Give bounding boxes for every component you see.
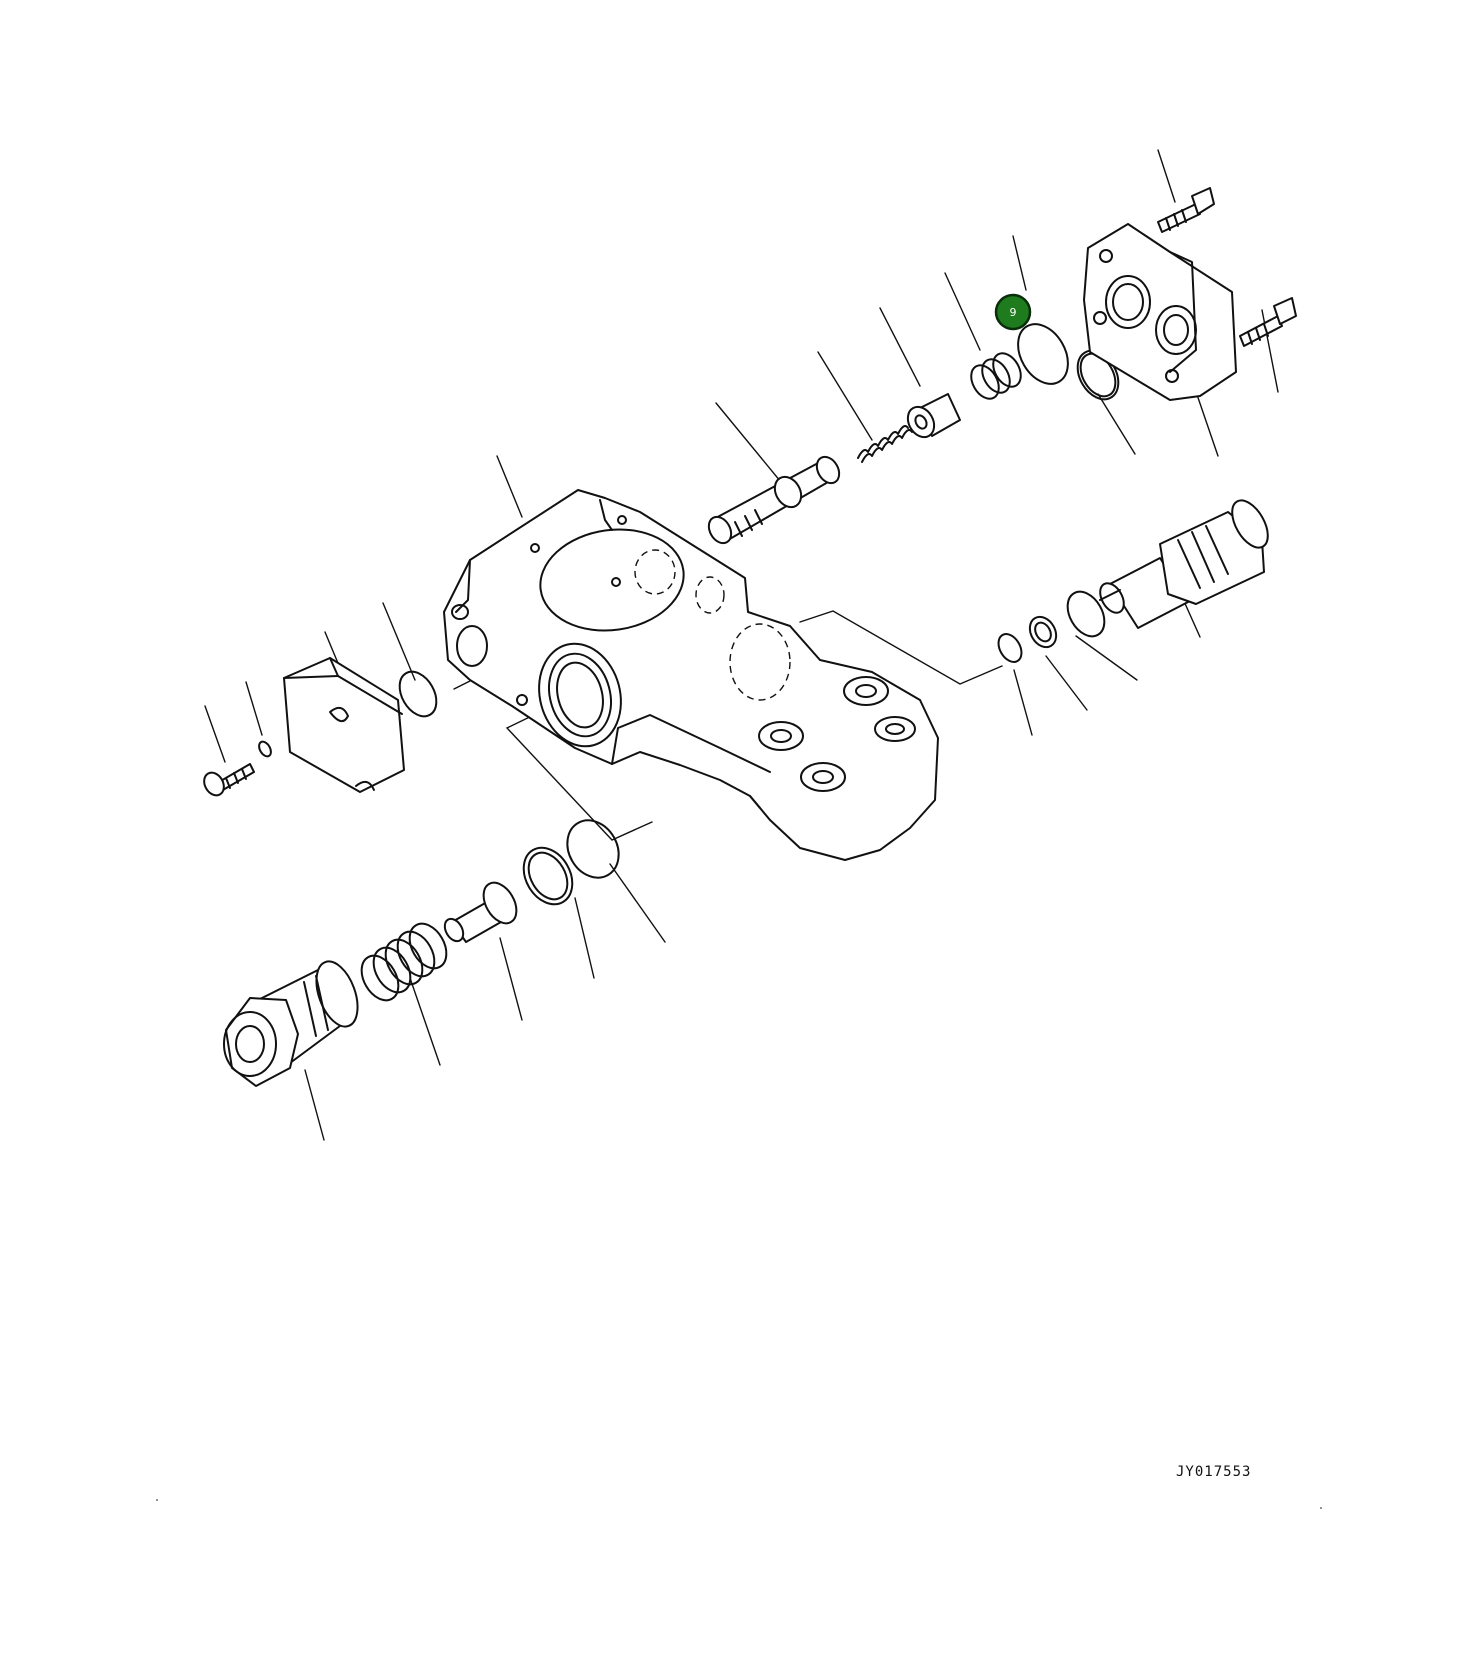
drawing-code: JY017553 xyxy=(1176,1464,1252,1480)
left-o-ring xyxy=(398,670,438,718)
valve-housing xyxy=(443,489,939,861)
left-washer xyxy=(258,740,272,758)
cover-bolt-top xyxy=(1157,187,1215,233)
left-bolt xyxy=(203,763,255,797)
sleeve xyxy=(906,393,961,439)
part-callout-9[interactable]: 9 xyxy=(994,293,1032,331)
left-block xyxy=(283,657,405,793)
lower-poppet xyxy=(443,881,518,943)
callout-number[interactable]: 9 xyxy=(1010,306,1017,319)
cover-plate xyxy=(1083,223,1237,401)
lower-plug xyxy=(223,960,359,1087)
o-rings-lower xyxy=(522,819,620,906)
cover-bolt-right xyxy=(1239,297,1297,347)
callout-marker[interactable] xyxy=(994,293,1032,331)
right-plug-assembly xyxy=(1099,499,1269,629)
small-spring xyxy=(857,425,913,463)
spring-upper xyxy=(970,352,1022,400)
lower-spring xyxy=(360,922,448,1002)
stray-dot xyxy=(156,1499,158,1501)
o-rings-right xyxy=(997,590,1106,663)
spool xyxy=(707,455,841,545)
stray-dot xyxy=(1320,1507,1322,1509)
